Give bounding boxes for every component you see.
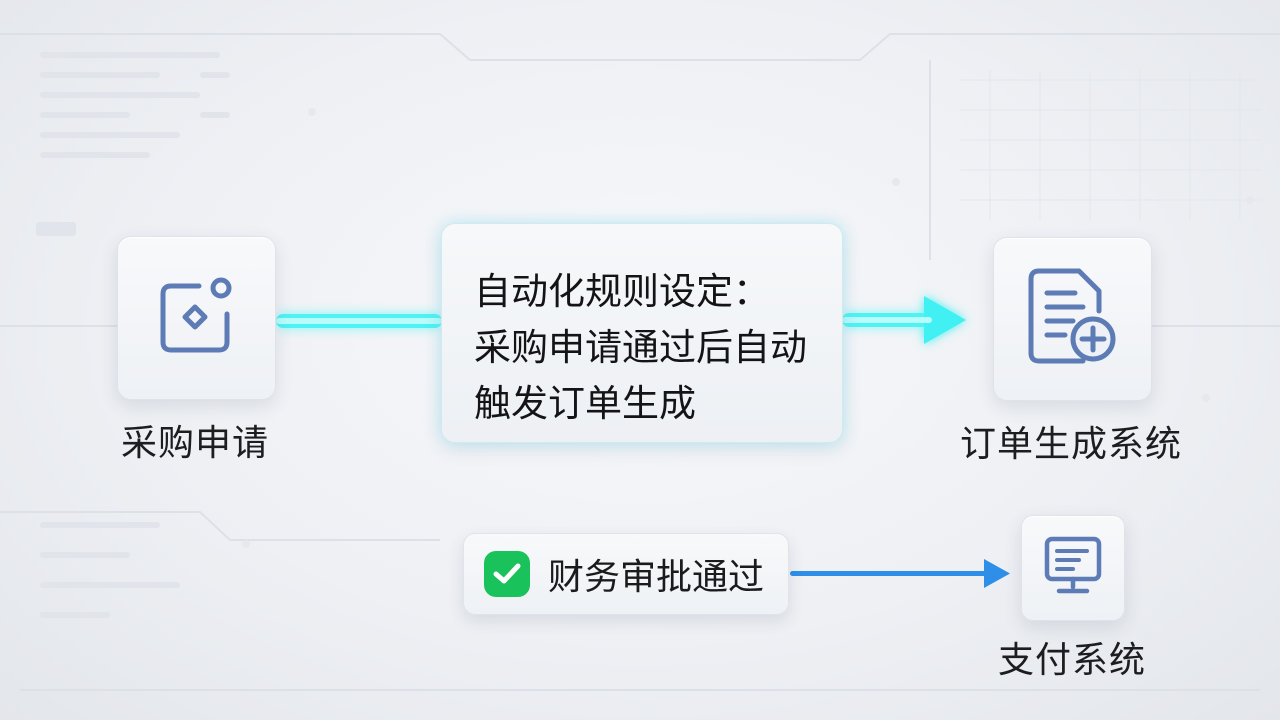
edit-square-icon — [155, 274, 239, 362]
automation-rule-box: 自动化规则设定： 采购申请通过后自动 触发订单生成 — [441, 223, 843, 443]
blue-arrow — [790, 559, 1010, 588]
order-system-card[interactable] — [993, 237, 1152, 401]
payment-system-card[interactable] — [1021, 515, 1125, 621]
monitor-list-icon — [1043, 535, 1103, 601]
glow-connector — [276, 314, 442, 328]
purchase-request-label: 采购申请 — [121, 423, 270, 464]
purchase-request-card[interactable] — [117, 236, 276, 400]
rule-line-3: 触发订单生成 — [474, 382, 696, 425]
payment-system-label: 支付系统 — [998, 640, 1147, 681]
finance-approval-label: 财务审批通过 — [548, 557, 765, 598]
order-system-label: 订单生成系统 — [960, 424, 1183, 465]
rule-line-1: 自动化规则设定： — [474, 270, 770, 313]
check-icon — [484, 551, 530, 597]
finance-approval-pill[interactable]: 财务审批通过 — [463, 533, 789, 615]
document-add-icon — [1025, 265, 1121, 373]
rule-line-2: 采购申请通过后自动 — [474, 326, 807, 369]
glow-arrow — [842, 296, 966, 344]
